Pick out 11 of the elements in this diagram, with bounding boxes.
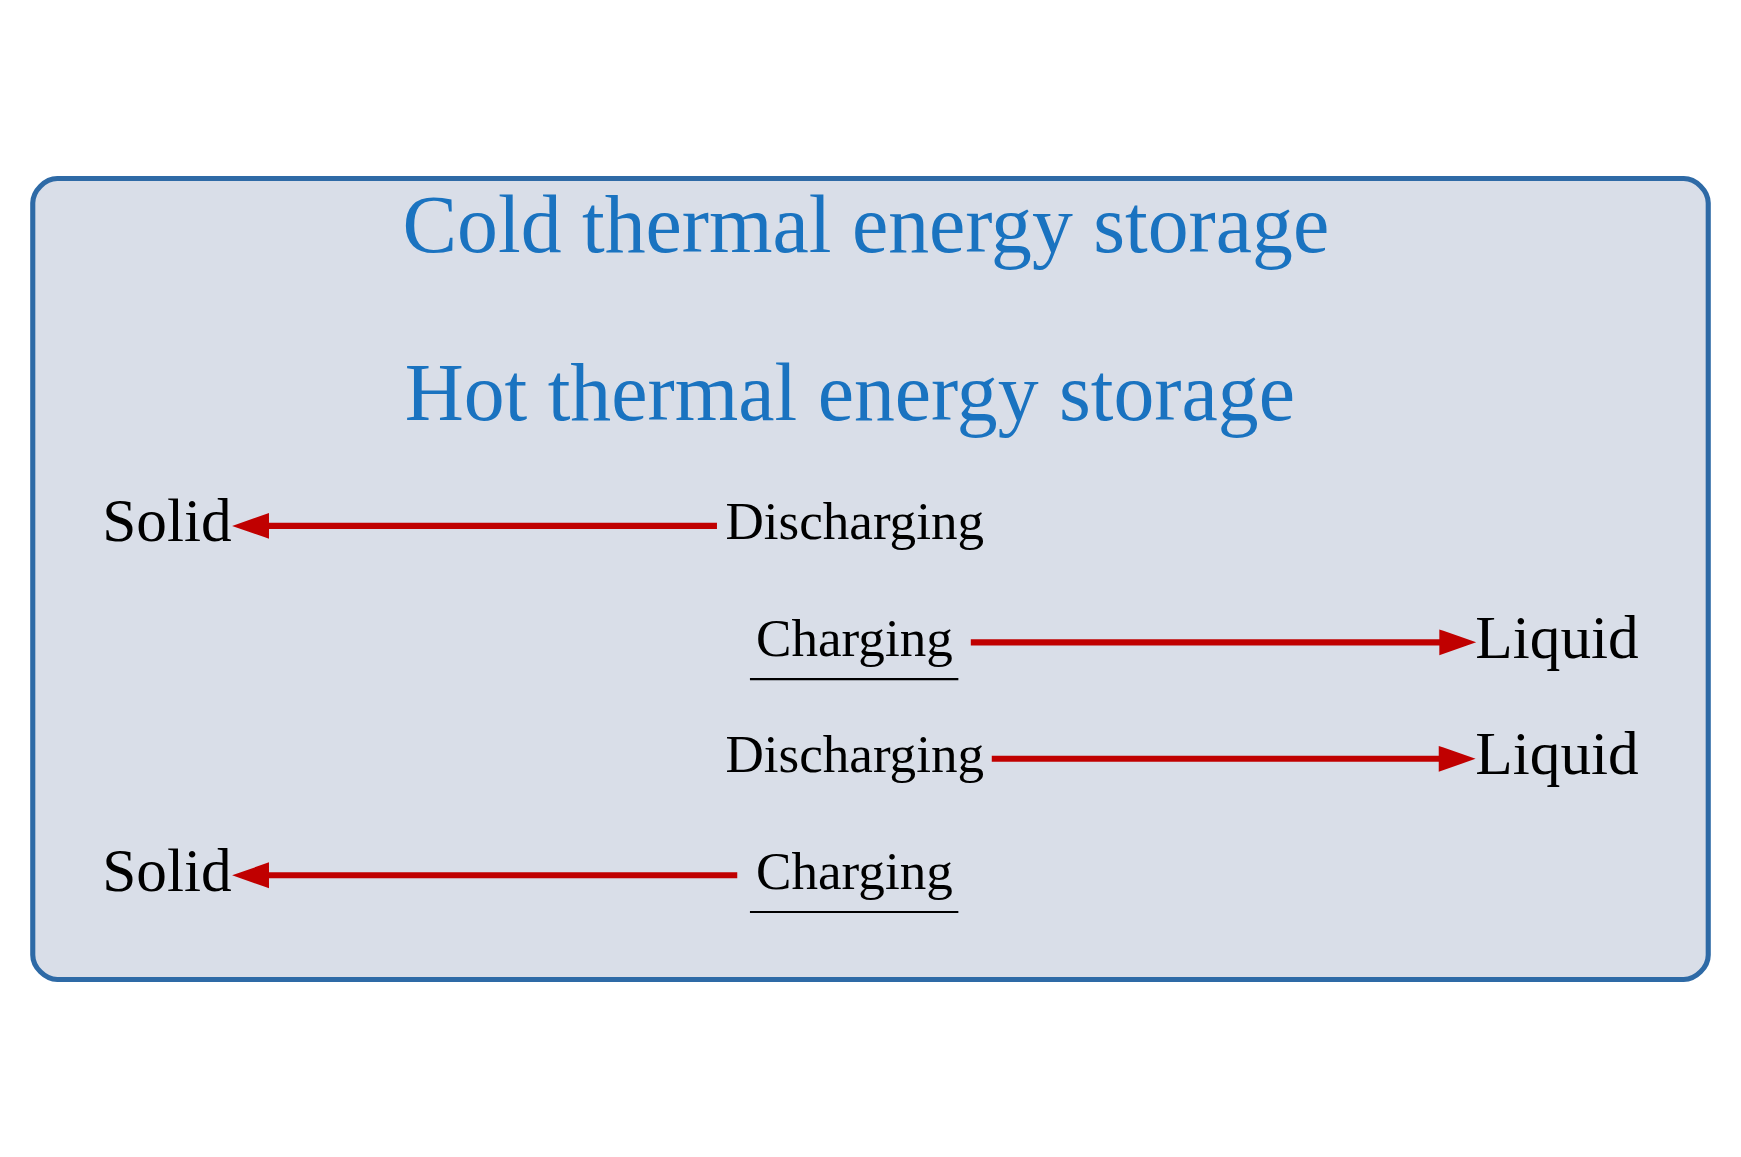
arrow — [232, 861, 738, 888]
node-text: Discharging — [725, 724, 985, 783]
node-text: Liquid — [1475, 718, 1639, 787]
node-text: Charging — [756, 608, 953, 667]
node-text: Discharging — [725, 491, 985, 550]
node-text: Solid — [102, 835, 232, 904]
arrow — [970, 628, 1477, 655]
arrow — [991, 745, 1476, 772]
node-text: Solid — [102, 485, 232, 554]
node-text: Charging — [756, 841, 953, 900]
node-text: Liquid — [1475, 602, 1639, 671]
